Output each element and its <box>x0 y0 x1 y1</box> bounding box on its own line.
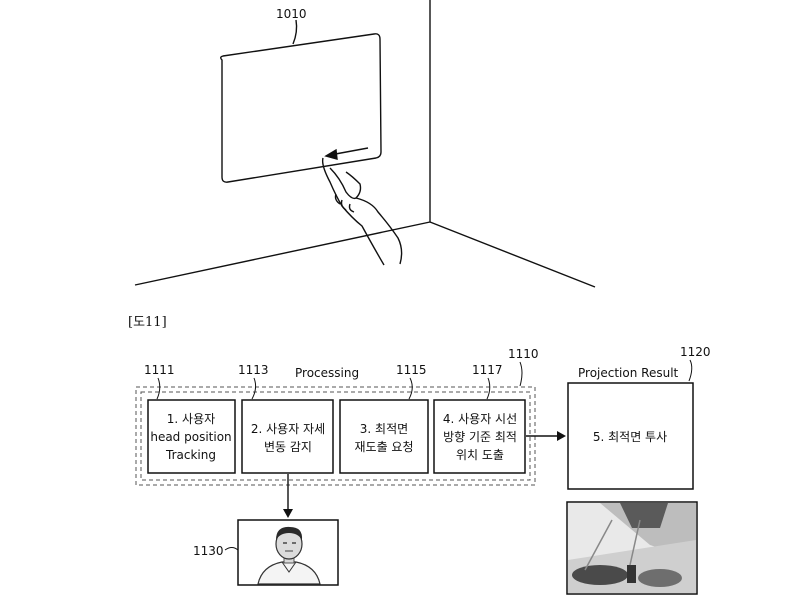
step-4-line-1: 4. 사용자 시선 <box>443 412 517 426</box>
leader-1115 <box>408 377 413 400</box>
projection-group: Projection Result 1120 5. 최적면 투사 <box>566 345 711 595</box>
step-3-line-1: 3. 최적면 <box>360 422 408 436</box>
projection-title: Projection Result <box>578 366 679 380</box>
processing-group: Processing 1110 1111 1. 사용자 head positio… <box>135 347 539 486</box>
step-3-line-2: 재도출 요청 <box>354 440 413 454</box>
figure-caption: [도11] <box>128 315 167 330</box>
floor-left-line <box>134 221 431 286</box>
label-1120: 1120 <box>680 345 711 359</box>
hand-forearm <box>355 197 403 265</box>
step-4-box <box>433 399 526 474</box>
step-2-box <box>241 399 334 474</box>
step-4-line-2: 방향 기준 최적 <box>443 430 517 444</box>
leader-1117 <box>486 377 491 400</box>
leader-1110 <box>519 361 523 387</box>
leader-1120 <box>688 359 693 382</box>
label-1130: 1130 <box>193 544 224 558</box>
arrow-to-photo <box>283 474 293 518</box>
step-1-line-1: 1. 사용자 <box>167 412 215 426</box>
step-3-box <box>339 399 429 474</box>
step-2-line-2: 변동 감지 <box>264 440 312 454</box>
arrow-to-projection <box>526 431 566 441</box>
leader-1010 <box>292 19 298 45</box>
processing-title: Processing <box>295 366 359 380</box>
leader-1111 <box>156 377 161 400</box>
step-4-line-3: 위치 도출 <box>456 448 504 462</box>
projection-photo <box>566 501 698 595</box>
processing-dashed-frame-inner <box>140 391 531 481</box>
label-1115: 1115 <box>396 363 427 377</box>
leader-1130 <box>224 547 239 551</box>
label-1010: 1010 <box>276 7 307 21</box>
label-1110: 1110 <box>508 347 539 361</box>
label-1113: 1113 <box>238 363 269 377</box>
step-1-line-3: Tracking <box>165 448 216 462</box>
floor-right-line <box>429 221 596 288</box>
user-photo-group: 1130 <box>193 519 339 586</box>
touch-arrowhead <box>324 148 338 160</box>
wall-display-panel <box>220 33 382 183</box>
leader-1113 <box>251 377 257 400</box>
user-portrait <box>257 526 321 585</box>
label-1117: 1117 <box>472 363 503 377</box>
hand-palm <box>329 167 362 200</box>
projection-box <box>567 382 694 490</box>
label-1111: 1111 <box>144 363 175 377</box>
projection-line-1: 5. 최적면 투사 <box>593 430 667 444</box>
room-illustration <box>134 0 596 288</box>
step-1-line-2: head position <box>150 430 231 444</box>
hand-fingers <box>334 193 355 213</box>
step-2-line-1: 2. 사용자 자세 <box>251 422 325 436</box>
step-1-box <box>147 399 236 474</box>
